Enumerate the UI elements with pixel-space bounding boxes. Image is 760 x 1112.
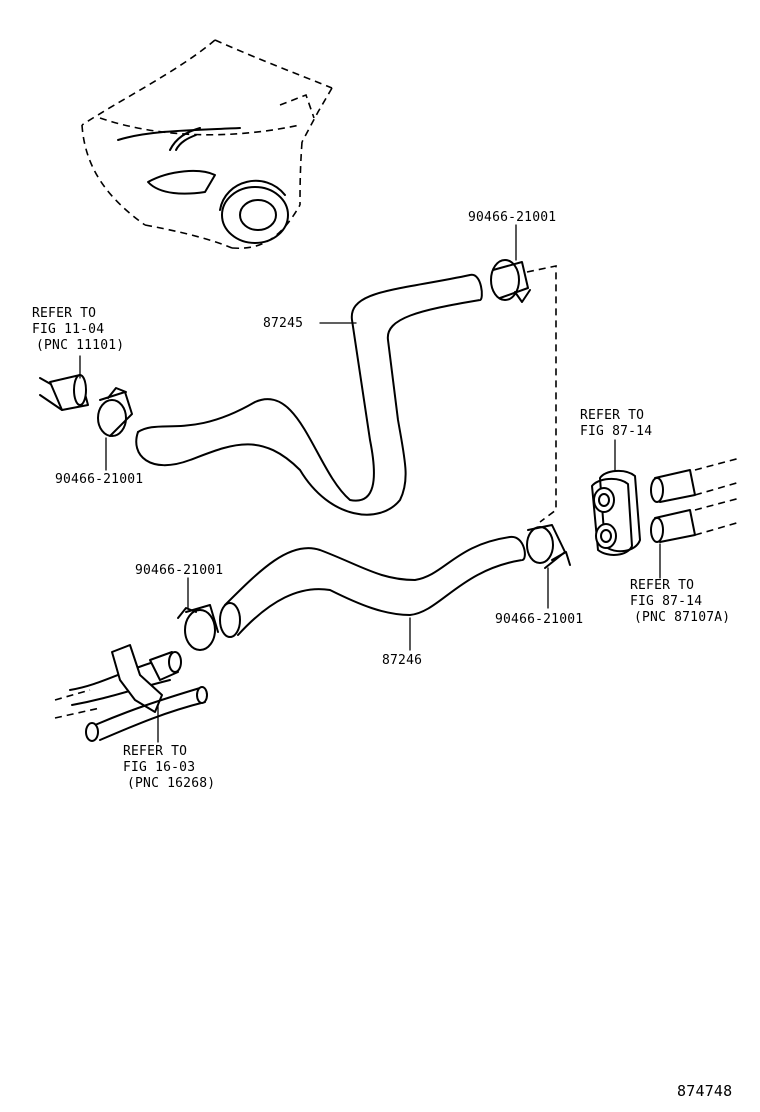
clamp-lower-right — [526, 524, 571, 569]
ref-engine-line2: FIG 11-04 — [32, 322, 105, 337]
hose-87246 — [219, 535, 526, 638]
ref-waterpipe-line3: (PNC 16268) — [127, 776, 216, 791]
clamp-upper-right — [490, 259, 531, 303]
ref-grommet-line1: REFER TO — [580, 408, 645, 423]
ref-pipes-line3: (PNC 87107A) — [634, 610, 731, 625]
ref-grommet-line2: FIG 87-14 — [580, 424, 653, 439]
hose-87245 — [135, 273, 483, 516]
figure-number: 874748 — [677, 1082, 733, 1100]
leader-lines — [79, 224, 661, 743]
ref-waterpipe-line2: FIG 16-03 — [123, 760, 196, 775]
ref-engine-line3: (PNC 11101) — [36, 338, 125, 353]
label-clamp-lower-right: 90466-21001 — [495, 612, 584, 627]
clamp-lower-left — [177, 604, 219, 651]
ref-pipes-line1: REFER TO — [630, 578, 695, 593]
label-clamp-upper-left: 90466-21001 — [55, 472, 144, 487]
label-hose-87245: 87245 — [263, 316, 304, 331]
water-pipe — [54, 644, 208, 742]
label-clamp-lower-left: 90466-21001 — [135, 563, 224, 578]
clamp-upper-left — [39, 374, 133, 437]
label-hose-87246: 87246 — [382, 653, 423, 668]
alignment-line — [526, 265, 557, 523]
heater-pipes — [650, 457, 741, 543]
heater-grommet — [591, 470, 641, 556]
ref-waterpipe-line1: REFER TO — [123, 744, 188, 759]
ref-pipes-line2: FIG 87-14 — [630, 594, 703, 609]
ref-engine-line1: REFER TO — [32, 306, 97, 321]
vehicle-outline — [81, 39, 333, 250]
label-clamp-upper-right: 90466-21001 — [468, 210, 557, 225]
